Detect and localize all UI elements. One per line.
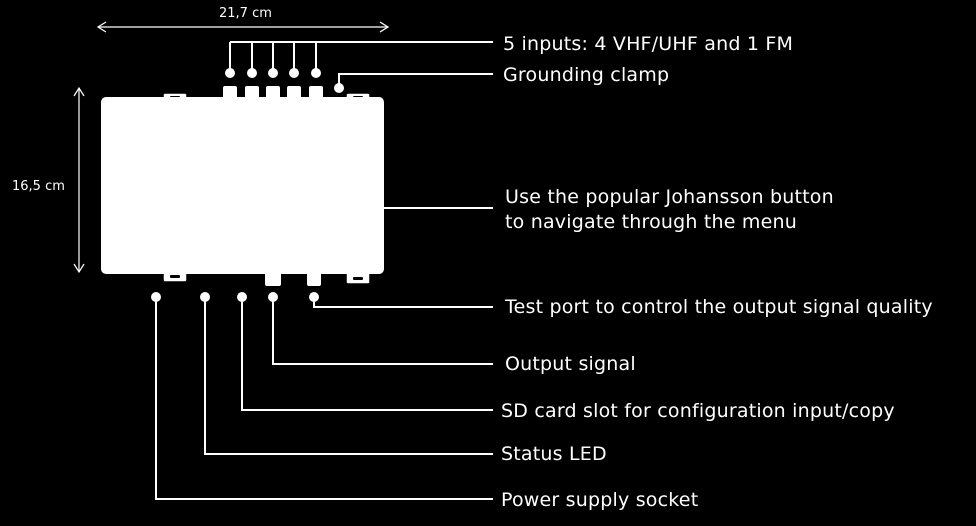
inputs-leader-line — [229, 41, 493, 72]
power-leader-line — [155, 297, 493, 500]
johansson-button-label-line1: Use the popular Johansson button — [505, 186, 834, 208]
test-port-label: Test port to control the output signal q… — [505, 296, 933, 318]
output-signal-label: Output signal — [505, 353, 636, 375]
width-dimension-label: 21,7 cm — [219, 6, 272, 21]
status-led-label: Status LED — [501, 443, 607, 465]
input-connectors — [223, 86, 323, 100]
width-dimension-arrow — [96, 21, 390, 33]
callout-dots — [151, 68, 344, 302]
height-dimension-label: 16,5 cm — [12, 179, 65, 194]
sd-card-leader-line — [241, 297, 493, 411]
bottom-connectors — [265, 272, 321, 286]
sd-card-label: SD card slot for configuration input/cop… — [501, 400, 895, 422]
johansson-button-label-line2: to navigate through the menu — [505, 211, 798, 233]
grounding-clamp-label: Grounding clamp — [503, 64, 670, 86]
device-body — [101, 97, 384, 274]
inputs-label: 5 inputs: 4 VHF/UHF and 1 FM — [503, 33, 794, 55]
output-leader-line — [272, 297, 493, 365]
test-port-leader-line — [313, 297, 493, 308]
height-dimension-arrow — [73, 86, 85, 274]
status-led-leader-line — [204, 297, 493, 455]
grounding-leader-line — [338, 73, 493, 87]
power-supply-label: Power supply socket — [501, 489, 699, 511]
